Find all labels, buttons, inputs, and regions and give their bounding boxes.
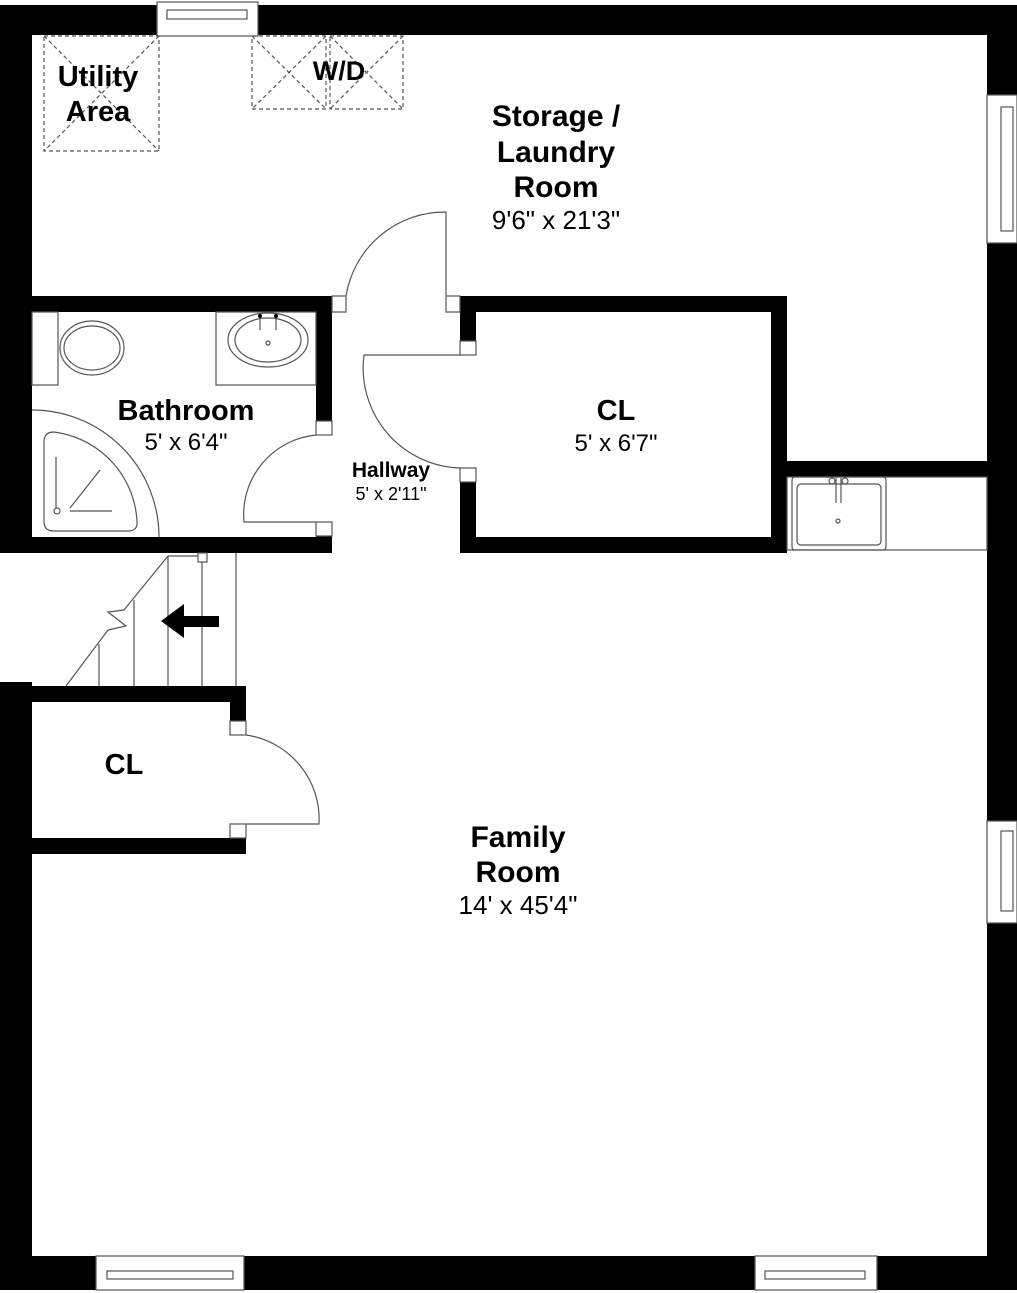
svg-text:Hallway: Hallway: [352, 459, 431, 482]
room-label-closet-left: CL: [105, 749, 144, 781]
svg-text:Room: Room: [514, 171, 599, 204]
svg-text:Family: Family: [470, 821, 565, 854]
svg-text:CL: CL: [597, 395, 636, 427]
room-label-closet-center: CL 5' x 6'7": [574, 395, 657, 457]
room-label-wd: W/D: [313, 56, 365, 86]
stair-direction-arrow-icon: [161, 604, 219, 638]
svg-text:Bathroom: Bathroom: [118, 395, 255, 427]
svg-text:Storage /: Storage /: [492, 100, 621, 133]
svg-text:Room: Room: [476, 856, 561, 889]
room-label-family: Family Room 14' x 45'4": [459, 821, 578, 920]
utility-area-box: [43, 35, 160, 152]
room-label-utility: Utility Area: [58, 61, 139, 128]
svg-text:Utility: Utility: [58, 61, 139, 93]
svg-text:Area: Area: [66, 96, 131, 128]
washer-dryer-box: [251, 35, 404, 110]
svg-text:5' x 2'11": 5' x 2'11": [356, 484, 427, 504]
svg-text:5' x 6'4": 5' x 6'4": [144, 429, 227, 456]
room-label-storage: Storage / Laundry Room 9'6" x 21'3": [492, 100, 621, 235]
door-swing-icon: [229, 211, 477, 839]
svg-text:14' x 45'4": 14' x 45'4": [459, 890, 578, 920]
svg-text:CL: CL: [105, 749, 144, 781]
toilet-icon: [31, 311, 125, 386]
window-icon: [95, 1, 1017, 1291]
svg-text:5' x 6'7": 5' x 6'7": [574, 430, 657, 457]
walls: [0, 5, 1017, 1290]
svg-text:9'6" x 21'3": 9'6" x 21'3": [492, 205, 620, 235]
svg-text:W/D: W/D: [313, 56, 365, 86]
corner-shower-icon: [31, 409, 160, 538]
room-label-bathroom: Bathroom 5' x 6'4": [118, 395, 255, 456]
utility-sink-icon: [786, 476, 988, 551]
bathroom-sink-icon: [215, 311, 317, 386]
room-label-hallway: Hallway 5' x 2'11": [352, 459, 431, 504]
svg-text:Laundry: Laundry: [497, 136, 616, 169]
